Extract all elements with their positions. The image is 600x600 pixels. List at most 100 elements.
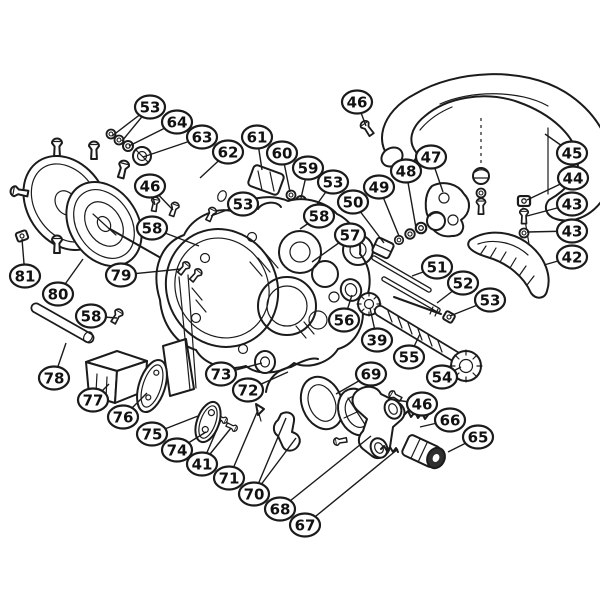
spool-part (22, 154, 175, 269)
callout-number: 59 (298, 159, 319, 177)
callout-number: 49 (369, 178, 390, 196)
callout-57: 57 (333, 222, 367, 248)
callout-69: 69 (354, 361, 388, 387)
callout-49: 49 (362, 174, 396, 200)
callout-number: 53 (480, 291, 501, 309)
washer-icon (404, 228, 416, 240)
callout-68: 68 (263, 496, 297, 522)
crank-assembly-part (371, 182, 470, 260)
callout-44: 44 (556, 165, 590, 191)
callout-number: 45 (562, 144, 583, 162)
callout-47: 47 (414, 144, 448, 170)
callout-number: 53 (233, 195, 254, 213)
callout-number: 58 (81, 307, 102, 325)
handle-nut-stack (472, 167, 490, 216)
callout-number: 71 (219, 469, 240, 487)
callout-number: 39 (367, 331, 388, 349)
callout-62: 62 (211, 139, 245, 165)
callout-56: 56 (327, 307, 361, 333)
screw-icon (518, 207, 530, 225)
callout-46: 46 (405, 391, 439, 417)
screw-icon (108, 306, 126, 326)
gear-train-part (339, 278, 483, 383)
callout-number: 53 (140, 98, 161, 116)
callout-58: 58 (135, 215, 169, 241)
callout-45: 45 (555, 140, 589, 166)
callout-number: 46 (412, 395, 433, 413)
washer-icon (285, 189, 297, 201)
callout-number: 52 (453, 274, 474, 292)
callout-60: 60 (265, 140, 299, 166)
callout-number: 64 (167, 113, 188, 131)
callout-number: 78 (44, 369, 65, 387)
screw-icon (475, 197, 487, 216)
leader-line (304, 448, 399, 526)
callout-80: 80 (41, 281, 75, 307)
callout-number: 62 (218, 143, 239, 161)
callout-63: 63 (185, 124, 219, 150)
callout-number: 58 (142, 219, 163, 237)
callout-53: 53 (473, 287, 507, 313)
callout-53: 53 (133, 94, 167, 120)
callout-58: 58 (302, 203, 336, 229)
callout-39: 39 (360, 327, 394, 353)
callout-79: 79 (104, 262, 138, 288)
callout-number: 66 (440, 411, 461, 429)
callout-number: 73 (211, 365, 232, 383)
callout-50: 50 (336, 189, 370, 215)
callout-70: 70 (237, 481, 271, 507)
callout-55: 55 (392, 344, 426, 370)
callout-number: 43 (562, 195, 583, 213)
callout-64: 64 (160, 109, 194, 135)
nut-icon (516, 194, 532, 208)
callout-number: 70 (244, 485, 265, 503)
callout-58: 58 (74, 303, 108, 329)
callout-74: 74 (160, 437, 194, 463)
callout-number: 80 (48, 285, 69, 303)
callout-number: 60 (272, 144, 293, 162)
callout-number: 76 (113, 408, 134, 426)
screw-icon (358, 118, 377, 139)
hatching (191, 253, 315, 339)
callout-78: 78 (37, 365, 71, 391)
callout-number: 54 (432, 368, 453, 386)
callout-46: 46 (133, 173, 167, 199)
callout-number: 58 (309, 207, 330, 225)
leader-line (279, 435, 372, 510)
washer-icon (414, 221, 428, 235)
callout-77: 77 (76, 387, 110, 413)
screw-icon (332, 435, 349, 447)
callout-43: 43 (555, 218, 589, 244)
callout-number: 61 (247, 128, 268, 146)
callout-46: 46 (340, 89, 374, 115)
crescent-cover-part (467, 231, 550, 299)
callout-number: 42 (562, 248, 583, 266)
callout-number: 43 (562, 222, 583, 240)
callout-number: 79 (111, 266, 132, 284)
callout-71: 71 (212, 465, 246, 491)
leader-line (253, 417, 287, 495)
callout-number: 74 (167, 441, 188, 459)
callout-43: 43 (555, 191, 589, 217)
handle-bar-part (380, 73, 600, 251)
callout-76: 76 (106, 404, 140, 430)
callout-number: 68 (270, 500, 291, 518)
reel-body-part (108, 195, 374, 397)
callout-48: 48 (389, 158, 423, 184)
washer-icon (518, 227, 530, 239)
callout-number: 81 (15, 267, 36, 285)
screw-icon (114, 158, 132, 180)
callout-51: 51 (420, 254, 454, 280)
screw-icon (166, 200, 181, 218)
callout-number: 63 (192, 128, 213, 146)
bearing-stack-part (105, 128, 227, 202)
callout-number: 47 (421, 148, 442, 166)
callout-54: 54 (425, 364, 459, 390)
callout-81: 81 (8, 263, 42, 289)
spring-icon (380, 445, 399, 453)
callout-number: 55 (399, 348, 420, 366)
callout-number: 72 (238, 381, 259, 399)
callout-number: 67 (295, 516, 316, 534)
callout-42: 42 (555, 244, 589, 270)
callout-72: 72 (231, 377, 265, 403)
